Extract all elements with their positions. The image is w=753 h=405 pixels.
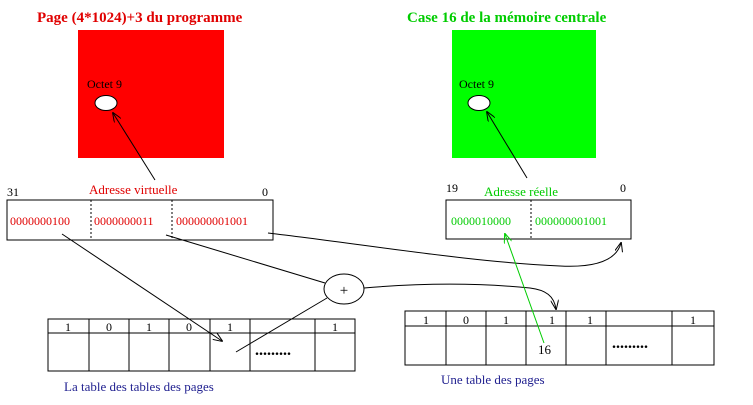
virtual-page-block <box>78 30 224 158</box>
line-table-index-to-adder <box>165 234 326 284</box>
real-address-bit-low: 0 <box>620 181 626 195</box>
page-table-bit: 1 <box>587 313 593 327</box>
arrow-directory-index <box>61 233 222 341</box>
page-table <box>404 310 715 366</box>
arrow-real-to-octet <box>487 112 528 179</box>
virtual-address-box <box>6 199 274 241</box>
real-address-box <box>445 199 632 240</box>
directory-bit: 1 <box>146 320 152 334</box>
page-table-bit: 1 <box>549 313 555 327</box>
arrow-frame-number <box>505 234 545 344</box>
virtual-octet-marker <box>94 95 118 111</box>
page-table-entry-value: 16 <box>538 342 552 357</box>
real-address-label: Adresse réelle <box>484 184 558 199</box>
adder-symbol: + <box>340 283 348 299</box>
page-table-bit: 1 <box>503 313 509 327</box>
real-address-bit-high: 19 <box>446 181 458 195</box>
directory-bit: 1 <box>227 320 233 334</box>
directory-bit: 0 <box>186 320 192 334</box>
page-table-ellipsis: ......... <box>612 335 648 352</box>
arrow-virtual-to-octet <box>113 113 156 181</box>
real-octet-label: Octet 9 <box>459 77 494 91</box>
virtual-address-field-table: 0000000011 <box>94 214 154 228</box>
real-address-field-frame: 0000010000 <box>451 214 511 228</box>
real-page-block <box>452 30 596 158</box>
page-table-bit: 1 <box>690 313 696 327</box>
virtual-address-bit-high: 31 <box>7 185 19 199</box>
page-table-bit: 1 <box>423 313 429 327</box>
arrow-offset-copy <box>267 232 621 267</box>
arrow-adder-to-page-table <box>363 283 556 309</box>
directory-bit: 1 <box>332 320 338 334</box>
page-table-bit: 0 <box>463 313 469 327</box>
page-table-caption: Une table des pages <box>441 372 545 387</box>
real-page-title: Case 16 de la mémoire centrale <box>407 10 607 26</box>
virtual-address-field-directory: 0000000100 <box>10 214 70 228</box>
virtual-octet-label: Octet 9 <box>87 77 122 91</box>
adder-node <box>323 273 365 305</box>
virtual-page-title: Page (4*1024)+3 du programme <box>37 10 243 26</box>
virtual-address-field-offset: 000000001001 <box>176 214 248 228</box>
directory-bit: 0 <box>106 320 112 334</box>
virtual-address-label: Adresse virtuelle <box>89 182 178 197</box>
virtual-address-bit-low: 0 <box>262 185 268 199</box>
directory-caption: La table des tables des pages <box>64 379 214 394</box>
real-address-field-offset: 000000001001 <box>535 214 607 228</box>
directory-bit: 1 <box>65 320 71 334</box>
directory-ellipsis: ......... <box>255 342 291 359</box>
line-directory-entry-to-adder <box>235 297 328 353</box>
real-octet-marker <box>467 95 491 111</box>
